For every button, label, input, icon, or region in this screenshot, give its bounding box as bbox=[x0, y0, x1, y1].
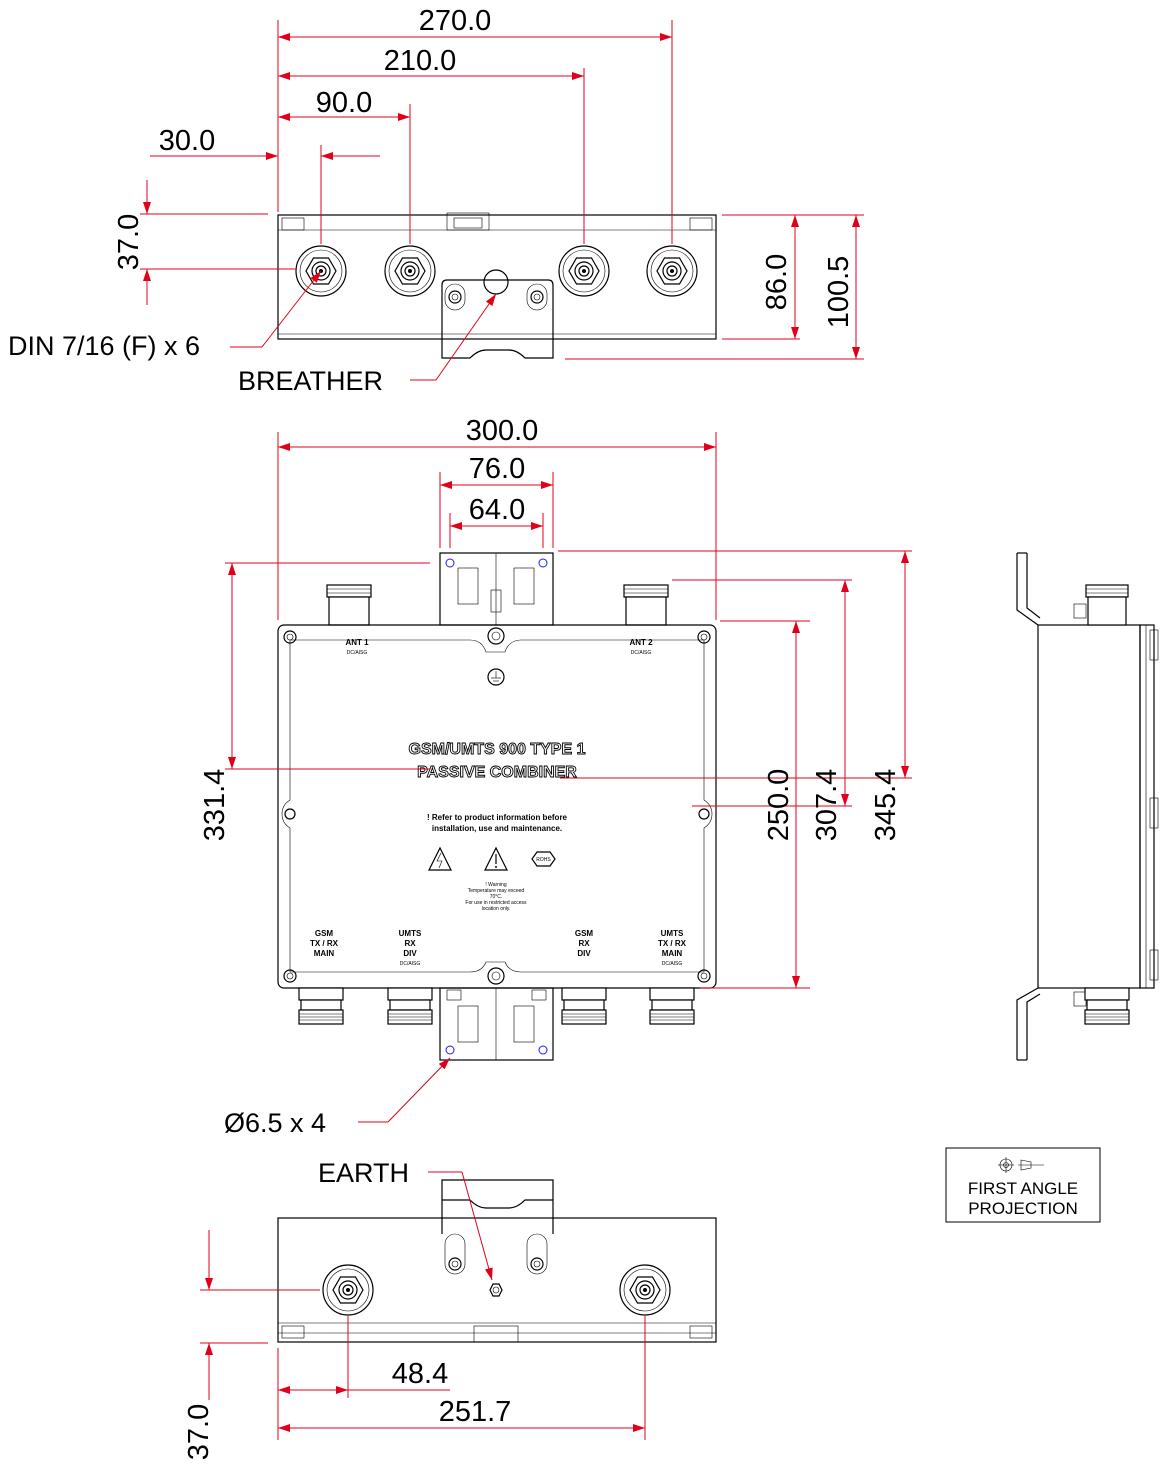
connector-icon bbox=[387, 987, 433, 1025]
combiner-body bbox=[277, 624, 717, 989]
warning-line5: location only. bbox=[482, 906, 511, 912]
connector-icon bbox=[561, 987, 607, 1025]
port-umts-txrx-main-l4: DC/AISG bbox=[662, 961, 683, 967]
dim-270: 270.0 bbox=[419, 5, 492, 37]
top-view-body bbox=[277, 214, 717, 340]
mounting-bracket bbox=[441, 269, 554, 359]
port-gsm-rx-div-l2: RX bbox=[578, 939, 590, 948]
projection-line2: PROJECTION bbox=[968, 1199, 1078, 1218]
connector-icon bbox=[322, 1264, 374, 1316]
connector-icon bbox=[619, 1264, 671, 1316]
earth-stud-icon bbox=[489, 1283, 503, 1297]
mounting-bracket bbox=[441, 1179, 554, 1275]
port-umts-rx-div-l3: DIV bbox=[403, 949, 417, 958]
connector-icon bbox=[646, 245, 698, 297]
dim-30: 30.0 bbox=[159, 125, 215, 157]
connector-ant1-icon bbox=[326, 584, 372, 626]
dim-64: 64.0 bbox=[469, 494, 525, 526]
bottom-view-body bbox=[277, 1217, 717, 1343]
refer-line2: installation, use and maintenance. bbox=[432, 824, 562, 833]
svg-text:ROHS: ROHS bbox=[536, 857, 551, 863]
connector-icon bbox=[558, 245, 610, 297]
port-gsm-txrx-main-l1: GSM bbox=[315, 929, 334, 938]
callout-mounting-holes: Ø6.5 x 4 bbox=[224, 1108, 326, 1138]
warning-line1: ! Warning bbox=[485, 882, 506, 888]
connector-ant2-icon bbox=[623, 584, 669, 626]
dim-251-7: 251.7 bbox=[439, 1396, 512, 1428]
port-ant2-sub: DC/AISG bbox=[631, 650, 652, 656]
dim-48-4: 48.4 bbox=[392, 1358, 448, 1390]
warning-line3: 70°C. bbox=[490, 894, 503, 900]
callout-earth: EARTH bbox=[318, 1158, 409, 1188]
top-view: 270.0 210.0 90.0 30.0 37.0 86.0 100.5 DI… bbox=[8, 5, 864, 396]
port-umts-rx-div-l4: DC/AISG bbox=[400, 961, 421, 967]
port-gsm-txrx-main-l2: TX / RX bbox=[310, 939, 339, 948]
port-ant2-label: ANT 2 bbox=[629, 638, 653, 647]
dim-90: 90.0 bbox=[316, 87, 372, 119]
electric-warning-icon bbox=[428, 846, 452, 871]
dim-345-4: 345.4 bbox=[870, 769, 902, 842]
front-view: ANT 1 DC/AISG ANT 2 DC/AISG GSM/UMTS 900… bbox=[199, 415, 912, 1138]
dim-100-5: 100.5 bbox=[823, 256, 855, 329]
port-gsm-rx-div-l1: GSM bbox=[575, 929, 594, 938]
bracket-top bbox=[439, 552, 554, 626]
port-umts-txrx-main-l1: UMTS bbox=[661, 929, 684, 938]
dim-37-top: 37.0 bbox=[113, 214, 145, 270]
port-ant1-label: ANT 1 bbox=[345, 638, 369, 647]
rohs-icon: ROHS bbox=[531, 851, 556, 867]
port-ant1-sub: DC/AISG bbox=[347, 650, 368, 656]
dim-250: 250.0 bbox=[763, 769, 795, 842]
dim-210: 210.0 bbox=[384, 45, 457, 77]
product-title-line1: GSM/UMTS 900 TYPE 1 bbox=[409, 741, 586, 758]
projection-symbol-box: FIRST ANGLE PROJECTION bbox=[945, 1147, 1101, 1223]
earth-symbol-icon bbox=[487, 668, 505, 686]
product-title-line2: PASSIVE COMBINER bbox=[417, 764, 577, 781]
port-gsm-txrx-main-l3: MAIN bbox=[314, 949, 335, 958]
connector-icon bbox=[649, 987, 695, 1025]
dim-307-4: 307.4 bbox=[811, 769, 843, 842]
bracket-bottom bbox=[439, 987, 554, 1061]
callout-breather: BREATHER bbox=[238, 366, 383, 396]
side-view bbox=[1016, 552, 1159, 1061]
warning-icon bbox=[484, 846, 508, 871]
bottom-view: 48.4 251.7 37.0 EARTH bbox=[183, 1158, 717, 1460]
dim-300: 300.0 bbox=[466, 415, 539, 447]
refer-line1: ! Refer to product information before bbox=[427, 813, 568, 822]
port-umts-txrx-main-l2: TX / RX bbox=[658, 939, 687, 948]
connector-icon bbox=[384, 245, 436, 297]
dim-86: 86.0 bbox=[761, 254, 793, 310]
dim-331-4: 331.4 bbox=[199, 769, 231, 842]
breather-icon bbox=[483, 269, 509, 295]
port-umts-txrx-main-l3: MAIN bbox=[662, 949, 683, 958]
warning-line4: For use in restricted access bbox=[465, 900, 527, 906]
first-angle-projection-icon bbox=[998, 1157, 1044, 1173]
projection-line1: FIRST ANGLE bbox=[968, 1179, 1078, 1198]
dim-37-bottom: 37.0 bbox=[183, 1404, 215, 1460]
port-umts-rx-div-l1: UMTS bbox=[399, 929, 422, 938]
port-umts-rx-div-l2: RX bbox=[404, 939, 416, 948]
connector-icon bbox=[298, 987, 344, 1025]
callout-din-connectors: DIN 7/16 (F) x 6 bbox=[8, 331, 200, 361]
warning-line2: Temperature may exceed bbox=[468, 888, 525, 894]
port-gsm-rx-div-l3: DIV bbox=[577, 949, 591, 958]
dim-76: 76.0 bbox=[469, 453, 525, 485]
